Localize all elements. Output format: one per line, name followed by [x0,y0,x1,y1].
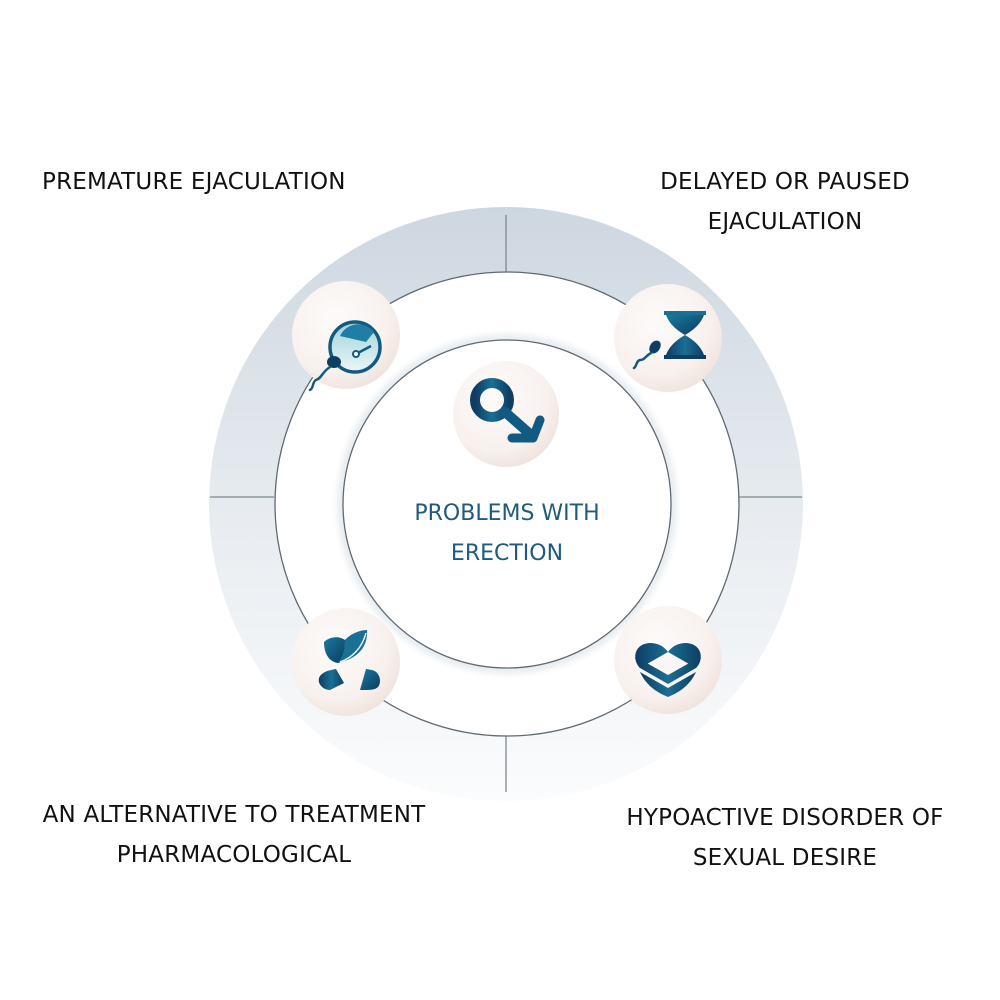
label-line: EJACULATION [707,209,863,235]
heart-icon [614,606,722,714]
label-alternative-treatment: AN ALTERNATIVE TO TREATMENT PHARMACOLOGI… [14,795,454,875]
sperm-hourglass-icon [614,284,722,392]
center-title-line2: ERECTION [450,541,564,566]
label-premature-ejaculation: PREMATURE EJACULATION [42,162,346,202]
inner-circle [342,339,672,669]
sperm-gauge-icon [292,281,400,392]
center-title-line1: PROBLEMS WITH [414,501,600,526]
center-title: PROBLEMS WITH ERECTION [341,494,673,574]
label-line: PREMATURE EJACULATION [42,169,346,195]
label-line: AN ALTERNATIVE TO TREATMENT [42,802,426,828]
leaves-drops-icon [292,608,400,716]
label-line: PHARMACOLOGICAL [116,842,352,868]
label-hypoactive-disorder: HYPOACTIVE DISORDER OF SEXUAL DESIRE [600,798,970,878]
label-delayed-ejaculation: DELAYED OR PAUSED EJACULATION [620,162,950,242]
label-line: DELAYED OR PAUSED [660,169,910,195]
male-symbol-down-arrow-icon [453,361,559,467]
label-line: HYPOACTIVE DISORDER OF [626,805,944,831]
label-line: SEXUAL DESIRE [692,845,878,871]
